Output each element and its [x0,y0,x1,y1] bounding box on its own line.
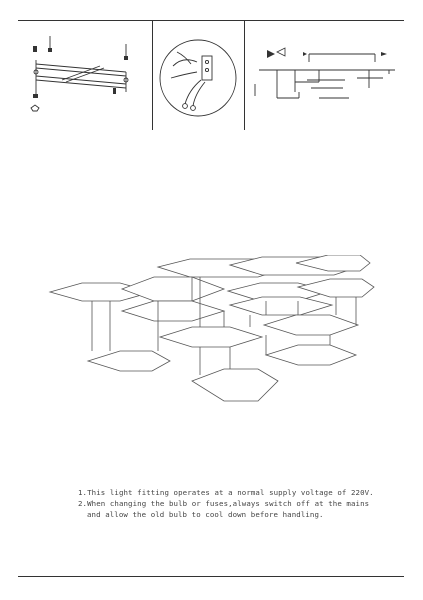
top-rule [18,20,404,21]
note-line-3: and allow the old bulb to cool down befo… [87,510,324,519]
note-line-2: 2.When changing the bulb or fuses,always… [78,499,370,508]
note-line-1: 1.This light fitting operates at a norma… [78,488,374,497]
panel-divider-left [152,20,153,130]
wiring-terminal-diagram [155,22,242,130]
cable-connection-svg [254,47,395,99]
wiring-terminal-svg [159,39,237,117]
bottom-rule [18,576,404,577]
safety-notes: 1.This light fitting operates at a norma… [78,487,378,520]
cable-connection-diagram [247,22,403,130]
mounting-bracket-diagram [22,22,150,130]
hexagon-panel-lamp [48,255,375,402]
panel-divider-right [244,20,245,130]
mounting-bracket-svg [30,36,129,112]
